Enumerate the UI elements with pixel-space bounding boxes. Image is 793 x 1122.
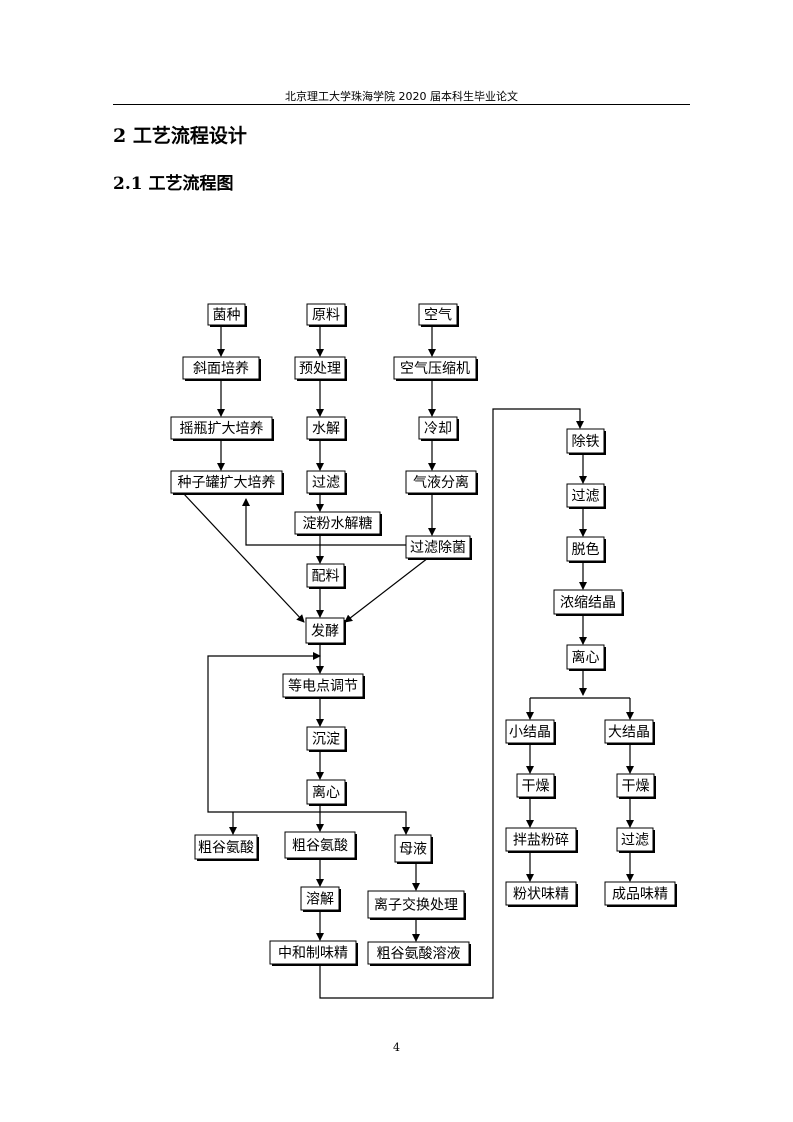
flow-node-dissolve: 溶解	[300, 886, 341, 912]
flow-node-label: 粗谷氨酸	[198, 840, 254, 856]
flow-node-label: 水解	[312, 421, 340, 437]
flow-node-label: 干燥	[522, 779, 550, 795]
flow-node-crudesol: 粗谷氨酸溶液	[367, 941, 471, 966]
flow-node-crude1: 粗谷氨酸	[194, 834, 259, 861]
header-rule	[113, 104, 690, 105]
flow-node-label: 脱色	[572, 541, 600, 558]
flow-node-label: 离心	[572, 649, 600, 666]
flow-node-precip: 沉淀	[306, 726, 347, 752]
flow-node-label: 成品味精	[612, 887, 668, 903]
flow-node-shake: 摇瓶扩大培养	[170, 416, 274, 441]
flow-node-label: 空气压缩机	[400, 361, 470, 377]
flow-node-centri1: 离心	[306, 779, 347, 806]
flow-node-ionex: 离子交换处理	[367, 890, 466, 920]
flow-node-pretreat: 预处理	[294, 356, 347, 381]
flow-node-label: 淀粉水解糖	[303, 516, 373, 532]
flow-node-label: 空气	[424, 308, 452, 324]
flow-node-label: 原料	[312, 308, 340, 324]
flow-node-dry2: 干燥	[616, 773, 656, 799]
flow-node-starchsugar: 淀粉水解糖	[294, 511, 382, 536]
flow-node-gasliq: 气液分离	[405, 470, 478, 495]
flow-node-mix: 配料	[306, 563, 346, 589]
flow-node-label: 粗谷氨酸	[292, 838, 348, 854]
flow-node-label: 离心	[312, 784, 340, 801]
flow-node-label: 冷却	[424, 421, 452, 437]
flow-node-label: 发酵	[311, 624, 339, 640]
flow-node-dry1: 干燥	[516, 773, 556, 799]
flow-node-strain: 菌种	[207, 303, 247, 327]
flow-connectors	[182, 325, 634, 999]
flow-node-largecrystal: 大结晶	[604, 719, 655, 745]
flow-node-saltcrush: 拌盐粉碎	[505, 827, 578, 853]
flow-node-filter1: 过滤	[306, 470, 347, 495]
flow-node-label: 种子罐扩大培养	[178, 475, 276, 491]
flow-node-cool: 冷却	[418, 416, 459, 441]
flow-node-label: 等电点调节	[288, 678, 358, 695]
flow-node-label: 过滤除菌	[410, 540, 466, 556]
flow-node-neutral: 中和制味精	[269, 940, 358, 966]
section-heading: 2 工艺流程设计	[113, 125, 247, 147]
flow-node-label: 离子交换处理	[374, 897, 458, 914]
flow-node-label: 除铁	[572, 434, 600, 450]
flow-node-label: 摇瓶扩大培养	[180, 421, 264, 437]
flow-node-label: 小结晶	[509, 725, 551, 741]
flow-node-sterilize: 过滤除菌	[405, 535, 472, 560]
flow-node-product: 成品味精	[604, 881, 677, 907]
flow-node-label: 大结晶	[608, 725, 650, 741]
flow-node-label: 气液分离	[413, 474, 469, 491]
flow-node-label: 过滤	[312, 475, 340, 491]
flow-node-label: 粗谷氨酸溶液	[377, 946, 461, 962]
flow-node-label: 菌种	[213, 308, 241, 324]
flow-node-mother: 母液	[394, 834, 433, 864]
flow-node-label: 干燥	[622, 779, 650, 795]
page-number: 4	[393, 1041, 400, 1054]
flow-node-label: 母液	[399, 842, 427, 858]
flow-node-powder: 粉状味精	[505, 881, 578, 907]
page-header: 北京理工大学珠海学院 2020 届本科生毕业论文	[285, 90, 518, 103]
flow-node-decolor: 脱色	[566, 536, 606, 563]
flow-node-hydrolysis: 水解	[306, 416, 347, 441]
flow-node-air: 空气	[418, 303, 459, 327]
flow-node-label: 预处理	[299, 361, 341, 377]
flow-node-crude2: 粗谷氨酸	[284, 831, 357, 860]
subsection-heading: 2.1 工艺流程图	[113, 174, 234, 194]
flow-node-slant: 斜面培养	[182, 356, 261, 381]
flow-node-label: 过滤	[572, 489, 600, 505]
flow-node-label: 中和制味精	[278, 946, 348, 962]
flow-node-label: 过滤	[621, 833, 649, 849]
flow-node-label: 浓缩结晶	[560, 595, 616, 611]
flow-node-centri2: 离心	[566, 644, 606, 671]
flow-node-label: 粉状味精	[513, 887, 569, 903]
flow-node-label: 拌盐粉碎	[513, 833, 569, 849]
flow-node-raw: 原料	[306, 303, 347, 327]
flow-node-ferment: 发酵	[305, 617, 346, 645]
flow-node-label: 斜面培养	[193, 361, 249, 377]
flow-node-filter2: 过滤	[566, 483, 606, 509]
flow-node-label: 溶解	[306, 892, 334, 908]
flow-node-label: 沉淀	[312, 732, 340, 748]
flow-node-concentrate: 浓缩结晶	[553, 589, 624, 616]
flow-node-smallcrystal: 小结晶	[505, 719, 556, 745]
flow-node-seedtank: 种子罐扩大培养	[170, 470, 284, 495]
flow-node-label: 配料	[312, 569, 340, 585]
flow-node-compressor: 空气压缩机	[393, 356, 478, 381]
flow-node-deiron: 除铁	[566, 428, 606, 455]
flow-node-filter3: 过滤	[616, 827, 655, 853]
flow-node-isoelectric: 等电点调节	[282, 673, 365, 699]
